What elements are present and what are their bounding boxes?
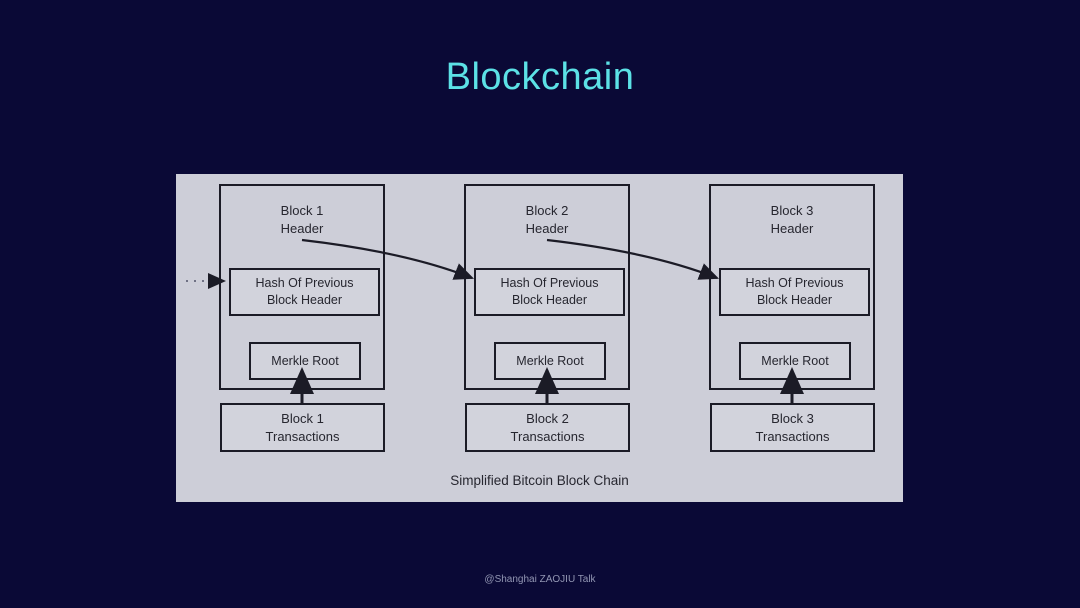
hash-label-line2: Block Header (756, 293, 833, 307)
tx-label-line2: Transactions (510, 428, 585, 444)
page-title: Blockchain (445, 56, 635, 98)
hash-label-line2: Block Header (511, 293, 588, 307)
hash-label-line2: Block Header (266, 293, 343, 307)
block-header-title-line1: Block 2 (525, 203, 569, 218)
block-header-title-line2: Header (525, 221, 569, 236)
tx-label-line2: Transactions (265, 428, 340, 444)
hash-label-line1: Hash Of Previous (255, 276, 354, 290)
block-header-title-line2: Header (280, 221, 324, 236)
tx-label-line2: Transactions (755, 428, 830, 444)
block-header-title-line1: Block 1 (280, 203, 324, 218)
merkle-root-label: Merkle Root (761, 353, 829, 368)
merkle-root-label: Merkle Root (516, 353, 584, 368)
block-transactions-box-1: Block 1 Transactions (220, 403, 385, 452)
blockchain-diagram-panel: Block 1 Header Hash Of Previous Block He… (176, 174, 903, 502)
merkle-root-box-3: Merkle Root (739, 342, 851, 380)
hash-label-line1: Hash Of Previous (745, 276, 844, 290)
block-header-box-1: Block 1 Header Hash Of Previous Block He… (219, 184, 385, 390)
block-header-title-line1: Block 3 (770, 203, 814, 218)
block-transactions-box-2: Block 2 Transactions (465, 403, 630, 452)
diagram-caption: Simplified Bitcoin Block Chain (450, 473, 629, 488)
merkle-root-box-1: Merkle Root (249, 342, 361, 380)
footer-credit: @Shanghai ZAOJIU Talk (484, 574, 596, 585)
hash-label-line1: Hash Of Previous (500, 276, 599, 290)
merkle-root-label: Merkle Root (271, 353, 339, 368)
hash-of-previous-block-header-box-1: Hash Of Previous Block Header (229, 268, 380, 316)
tx-label-line1: Block 2 (526, 410, 569, 426)
tx-label-line1: Block 1 (281, 410, 324, 426)
block-header-title-2: Block 2 Header (466, 202, 628, 238)
hash-of-previous-block-header-box-3: Hash Of Previous Block Header (719, 268, 870, 316)
block-header-title-1: Block 1 Header (221, 202, 383, 238)
merkle-root-box-2: Merkle Root (494, 342, 606, 380)
block-header-title-line2: Header (770, 221, 814, 236)
hash-of-previous-block-header-box-2: Hash Of Previous Block Header (474, 268, 625, 316)
block-header-title-3: Block 3 Header (711, 202, 873, 238)
tx-label-line1: Block 3 (771, 410, 814, 426)
block-header-box-2: Block 2 Header Hash Of Previous Block He… (464, 184, 630, 390)
block-transactions-box-3: Block 3 Transactions (710, 403, 875, 452)
block-header-box-3: Block 3 Header Hash Of Previous Block He… (709, 184, 875, 390)
